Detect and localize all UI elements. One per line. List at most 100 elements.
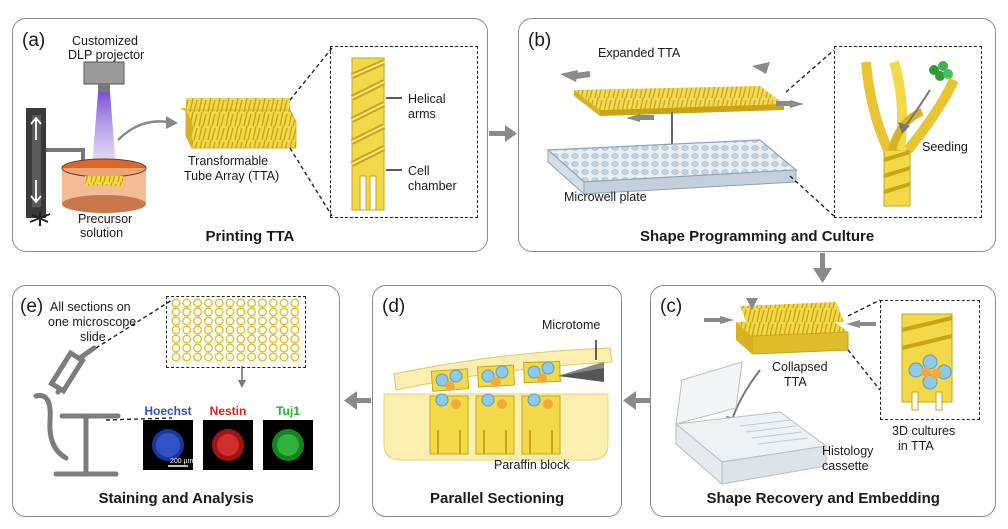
slide-well: [257, 334, 267, 344]
scale-bar-label: 200 µm: [170, 458, 194, 465]
slide-well: [290, 316, 300, 326]
slide-well: [257, 343, 267, 353]
slide-well: [214, 352, 224, 362]
microtome-label: Microtome: [542, 318, 601, 332]
slide-well: [182, 343, 192, 353]
stain-hoechst-image: [143, 420, 193, 470]
tta-label-1: Transformable: [188, 154, 269, 168]
slide-well: [203, 352, 213, 362]
cassette-label-1: Histology: [822, 444, 874, 458]
seeding-label: Seeding: [922, 140, 968, 154]
slide-well: [290, 307, 300, 317]
slide-well: [290, 298, 300, 308]
slide-well: [203, 325, 213, 335]
slide-well: [193, 316, 203, 326]
microtome-blade: [558, 362, 604, 382]
slide-well: [214, 307, 224, 317]
slide-well: [247, 325, 257, 335]
slide-well: [247, 298, 257, 308]
slide-well: [268, 334, 278, 344]
zoom-box-c: [880, 300, 980, 420]
panel-c-title: Shape Recovery and Embedding: [706, 490, 940, 507]
slide-well: [193, 325, 203, 335]
seeding-cells: [929, 61, 953, 81]
slide-well: [225, 343, 235, 353]
slide-well: [203, 298, 213, 308]
panel-c-label: (c): [660, 296, 683, 317]
slide-well: [225, 325, 235, 335]
slide-well: [225, 298, 235, 308]
chamber-label-2: chamber: [408, 179, 457, 193]
panel-a-label: (a): [22, 30, 46, 51]
panel-b-title: Shape Programming and Culture: [640, 228, 875, 245]
slide-well: [257, 352, 267, 362]
stain-label-nestin: Nestin: [209, 404, 247, 418]
slide-well: [247, 316, 257, 326]
sections-label-2: one microscope: [48, 315, 137, 329]
slide-well: [171, 316, 181, 326]
slide-well: [279, 343, 289, 353]
slide-well-grid: [171, 298, 300, 362]
slide-well: [182, 316, 192, 326]
slide-well: [225, 316, 235, 326]
flow-arrow-b-c: [813, 253, 832, 283]
precursor-label-1: Precursor: [78, 212, 133, 226]
slide-well: [171, 352, 181, 362]
slide-well: [236, 307, 246, 317]
slide-well: [171, 334, 181, 344]
panel-d-title: Parallel Sectioning: [430, 490, 565, 507]
slide-well: [279, 352, 289, 362]
slide-well: [247, 334, 257, 344]
slide-well: [236, 325, 246, 335]
slide-well: [279, 307, 289, 317]
slide-well: [290, 343, 300, 353]
microscope-icon: [33, 345, 121, 477]
tta-label-2: Tube Array (TTA): [184, 169, 280, 183]
zoom-box-b: [834, 46, 982, 218]
cassette-label-2: cassette: [822, 459, 869, 473]
dlp-printer: [26, 61, 147, 226]
panel-a-title: Printing TTA: [205, 228, 295, 245]
panel-b-label: (b): [528, 30, 552, 51]
slide-well: [193, 352, 203, 362]
cultures-label-1: 3D cultures: [892, 424, 956, 438]
helical-label-1: Helical: [408, 92, 446, 106]
stain-tuj1-image: [263, 420, 313, 470]
slide-well: [182, 334, 192, 344]
slide-well: [279, 316, 289, 326]
chamber-label-1: Cell: [408, 164, 430, 178]
flow-arrow-c-d: [623, 391, 650, 410]
slide-well: [182, 307, 192, 317]
slide-well: [182, 325, 192, 335]
stretch-arrows: [560, 62, 804, 122]
slide-well: [257, 325, 267, 335]
helical-label-2: arms: [408, 107, 436, 121]
microwell-plate: [546, 139, 798, 196]
collapsed-tta: [736, 302, 849, 355]
slide-well: [257, 307, 267, 317]
slide-well: [203, 343, 213, 353]
histology-cassette: [674, 361, 828, 486]
slide-well: [247, 352, 257, 362]
projector-label-1: Customized: [72, 34, 138, 48]
slide-well: [279, 298, 289, 308]
slide-well: [257, 298, 267, 308]
slide-well: [268, 298, 278, 308]
slide-well: [279, 334, 289, 344]
slide-well: [257, 316, 267, 326]
slide-well: [236, 343, 246, 353]
slide-well: [268, 352, 278, 362]
cultures-label-2: in TTA: [898, 439, 934, 453]
slide-well: [236, 316, 246, 326]
slide-well: [236, 334, 246, 344]
paraffin-label: Paraffin block: [494, 458, 570, 472]
slide-well: [247, 307, 257, 317]
slide-well: [268, 325, 278, 335]
culture-tube: [901, 313, 953, 411]
compress-arrows: [704, 298, 876, 328]
slide-well: [193, 343, 203, 353]
stain-label-hoechst: Hoechst: [144, 404, 192, 418]
slide-well: [214, 325, 224, 335]
flow-arrow-d-e: [344, 391, 371, 410]
sections-label-1: All sections on: [50, 300, 131, 314]
